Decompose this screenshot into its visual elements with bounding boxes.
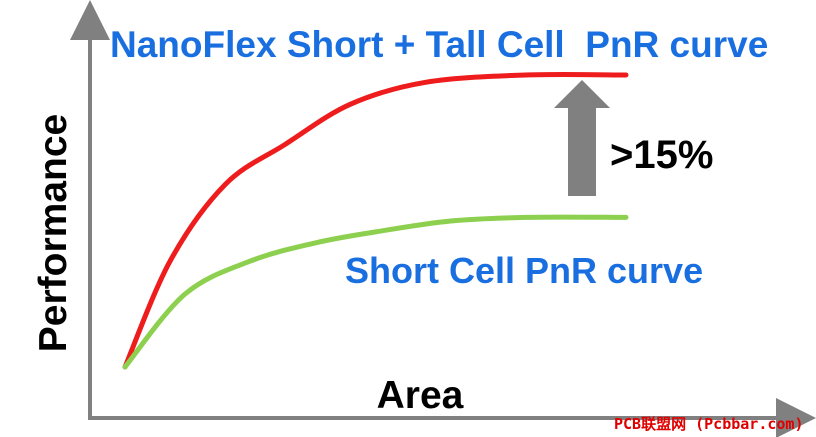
- series-line-nanoflex: [122, 71, 629, 370]
- chart-title: NanoFlex Short + Tall Cell PnR curve: [110, 24, 768, 65]
- y-axis-label: Performance: [32, 114, 75, 352]
- x-axis-label: Area: [377, 374, 464, 417]
- watermark-text: PCB联盟网 (Pcbbar.com): [614, 415, 804, 433]
- series-label-short-cell: Short Cell PnR curve: [345, 250, 703, 291]
- annotation-percent: >15%: [610, 133, 713, 177]
- series-line-short-cell: [122, 214, 629, 370]
- improvement-arrow: [554, 80, 610, 196]
